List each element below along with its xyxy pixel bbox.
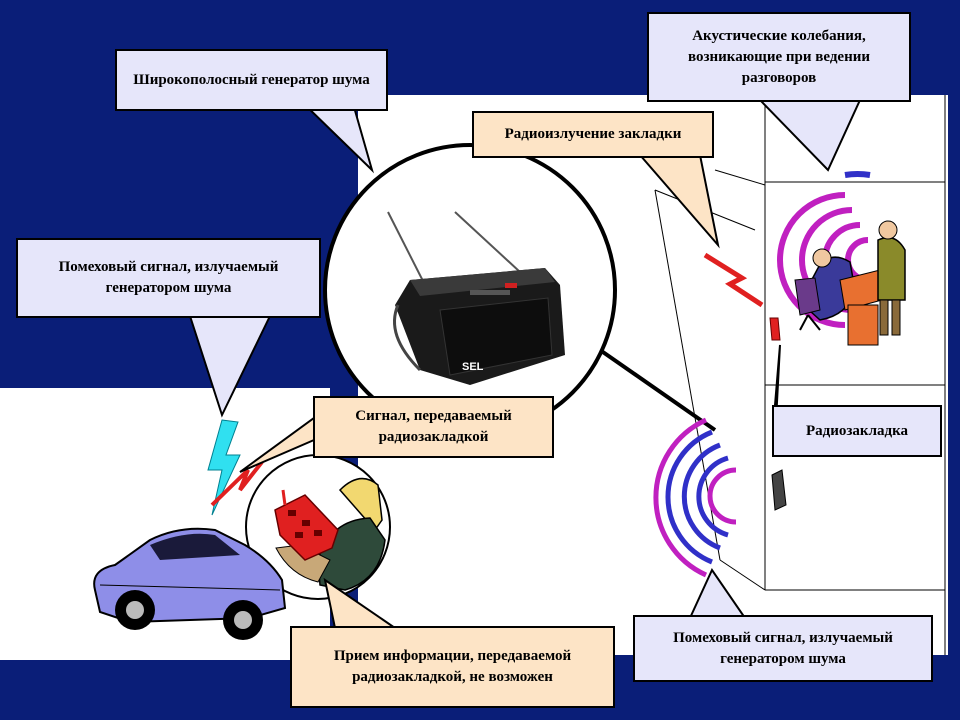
callout-bug-radiation: Радиоизлучение закладки: [472, 111, 714, 158]
bug-radiation-zigzag-icon: [703, 252, 764, 308]
wall-noise-generator-icon: [771, 469, 787, 511]
receiver-device: [274, 489, 339, 561]
callout-noise-right: Помеховый сигнал, излучаемый генератором…: [633, 615, 933, 682]
noise-waves-icon: [665, 429, 729, 565]
callout-noise-left: Помеховый сигнал, излучаемый генератором…: [16, 238, 321, 318]
noise-generator-device: [387, 211, 565, 385]
bug-signal-zigzag-icon: [210, 460, 264, 507]
noise-lightning-icon: [207, 419, 241, 516]
office-scene: [794, 220, 906, 346]
callout-bug: Радиозакладка: [772, 405, 942, 457]
callout-acoustic: Акустические колебания, возникающие при …: [647, 12, 911, 102]
noise-waves-violet-icon: [653, 417, 737, 578]
room-walls: [654, 95, 946, 655]
callout-reception: Прием информации, передаваемой радиозакл…: [290, 626, 615, 708]
callout-bug-signal: Сигнал, передаваемый радиозакладкой: [313, 396, 554, 458]
car: [93, 527, 287, 640]
acoustic-waves-inner-icon: [844, 171, 871, 178]
device-logo: SEL: [462, 361, 484, 373]
connector-line: [598, 348, 717, 432]
radio-bug-icon: [769, 317, 781, 341]
callout-generator: Широкополосный генератор шума: [115, 49, 388, 111]
